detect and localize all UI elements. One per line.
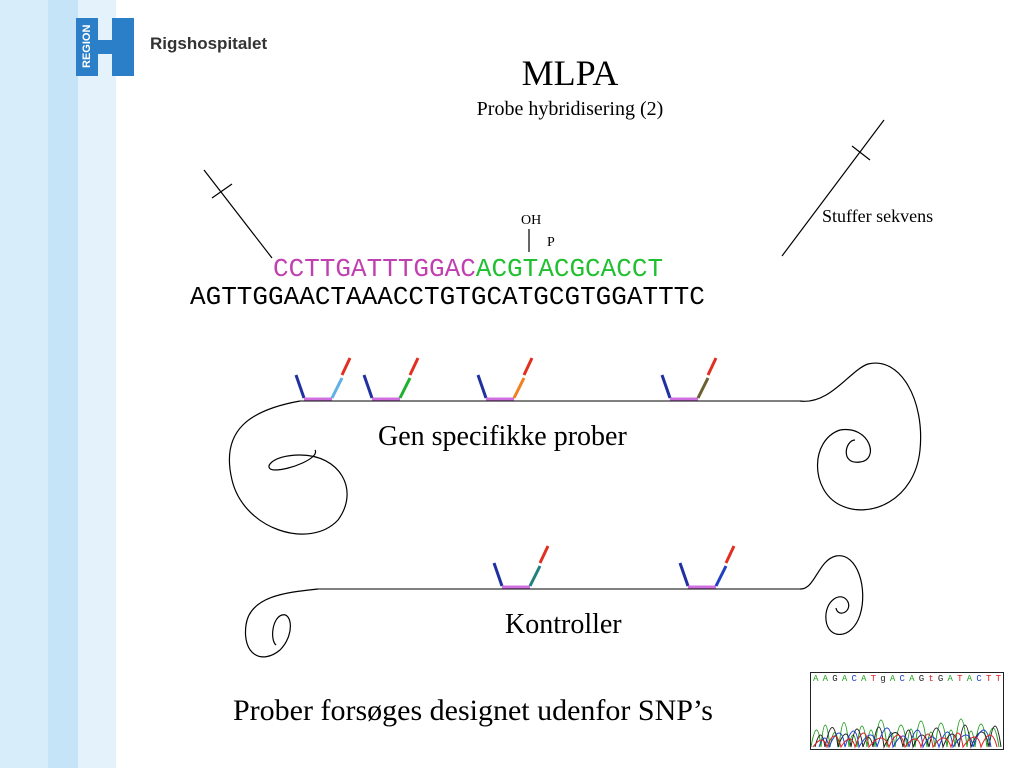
chromatogram-traces — [811, 718, 1002, 749]
chromatogram-base: A — [966, 674, 973, 684]
probe-sequence: CCTTGATTTGGACACGTACGCACCT — [273, 254, 663, 284]
page-subtitle: Probe hybridisering (2) — [476, 98, 664, 120]
region-logo: REGION Rigshospitalet — [76, 18, 276, 83]
chromatogram-base: A — [947, 674, 953, 684]
background-stripe-light-2 — [78, 0, 116, 768]
control-probe-2 — [678, 545, 736, 589]
chromatogram-base: A — [822, 674, 829, 684]
left-probe-tick — [211, 183, 233, 199]
gene-probe-3 — [476, 357, 534, 401]
chromatogram-base: G — [937, 674, 944, 684]
control-probe-1 — [492, 545, 550, 589]
gene-strand-left-coil — [228, 400, 348, 535]
control-strand-left-coil — [244, 588, 319, 658]
chromatogram-base: T — [870, 674, 877, 684]
chromatogram-base: C — [851, 674, 857, 684]
chromatogram-base: A — [909, 674, 915, 684]
control-strand-right-coil — [799, 555, 864, 635]
logo-region-text: REGION — [81, 25, 93, 68]
stuffer-tick — [851, 145, 871, 161]
controls-label: Kontroller — [505, 609, 622, 640]
region-h-logo-icon: REGION — [76, 18, 134, 76]
chromatogram-base: g — [880, 674, 886, 684]
gene-probe-4 — [660, 357, 718, 401]
background-stripe-mid — [48, 0, 78, 768]
p-label: P — [547, 235, 555, 250]
stuffer-label: Stuffer sekvens — [822, 206, 934, 226]
gene-probe-2 — [362, 357, 420, 401]
chromatogram-base: A — [861, 674, 867, 684]
chromatogram-base: A — [813, 674, 819, 684]
logo-name: Rigshospitalet — [150, 34, 268, 53]
chromatogram-base: A — [841, 674, 848, 684]
left-probe-arm — [203, 169, 273, 259]
chromatogram-base: t — [928, 674, 934, 684]
stuffer-arm — [781, 119, 885, 257]
oh-label: OH — [521, 213, 542, 228]
gene-probes-label: Gen specifikke prober — [378, 421, 627, 452]
page-title: MLPA — [521, 53, 619, 93]
chromatogram-base: G — [832, 674, 838, 684]
chromatogram-base: T — [985, 674, 992, 684]
chromatogram-base: C — [899, 674, 905, 684]
target-sequence: AGTTGGAACTAAACCTGTGCATGCGTGGATTTC — [190, 282, 705, 312]
chromatogram-base: T — [995, 674, 1001, 684]
probe-left-sequence: CCTTGATTTGGAC — [273, 254, 476, 284]
chromatogram-base: T — [957, 674, 963, 684]
footer-text: Prober forsøges designet udenfor SNP’s — [233, 694, 713, 727]
gene-strand-right-coil — [799, 362, 922, 511]
chromatogram-base: G — [918, 674, 925, 684]
gene-probe-1 — [294, 357, 352, 401]
probe-right-sequence: ACGTACGCACCT — [475, 254, 664, 284]
background-stripe-light — [0, 0, 48, 768]
chromatogram-base: C — [976, 674, 982, 684]
chromatogram-base: A — [889, 674, 896, 684]
